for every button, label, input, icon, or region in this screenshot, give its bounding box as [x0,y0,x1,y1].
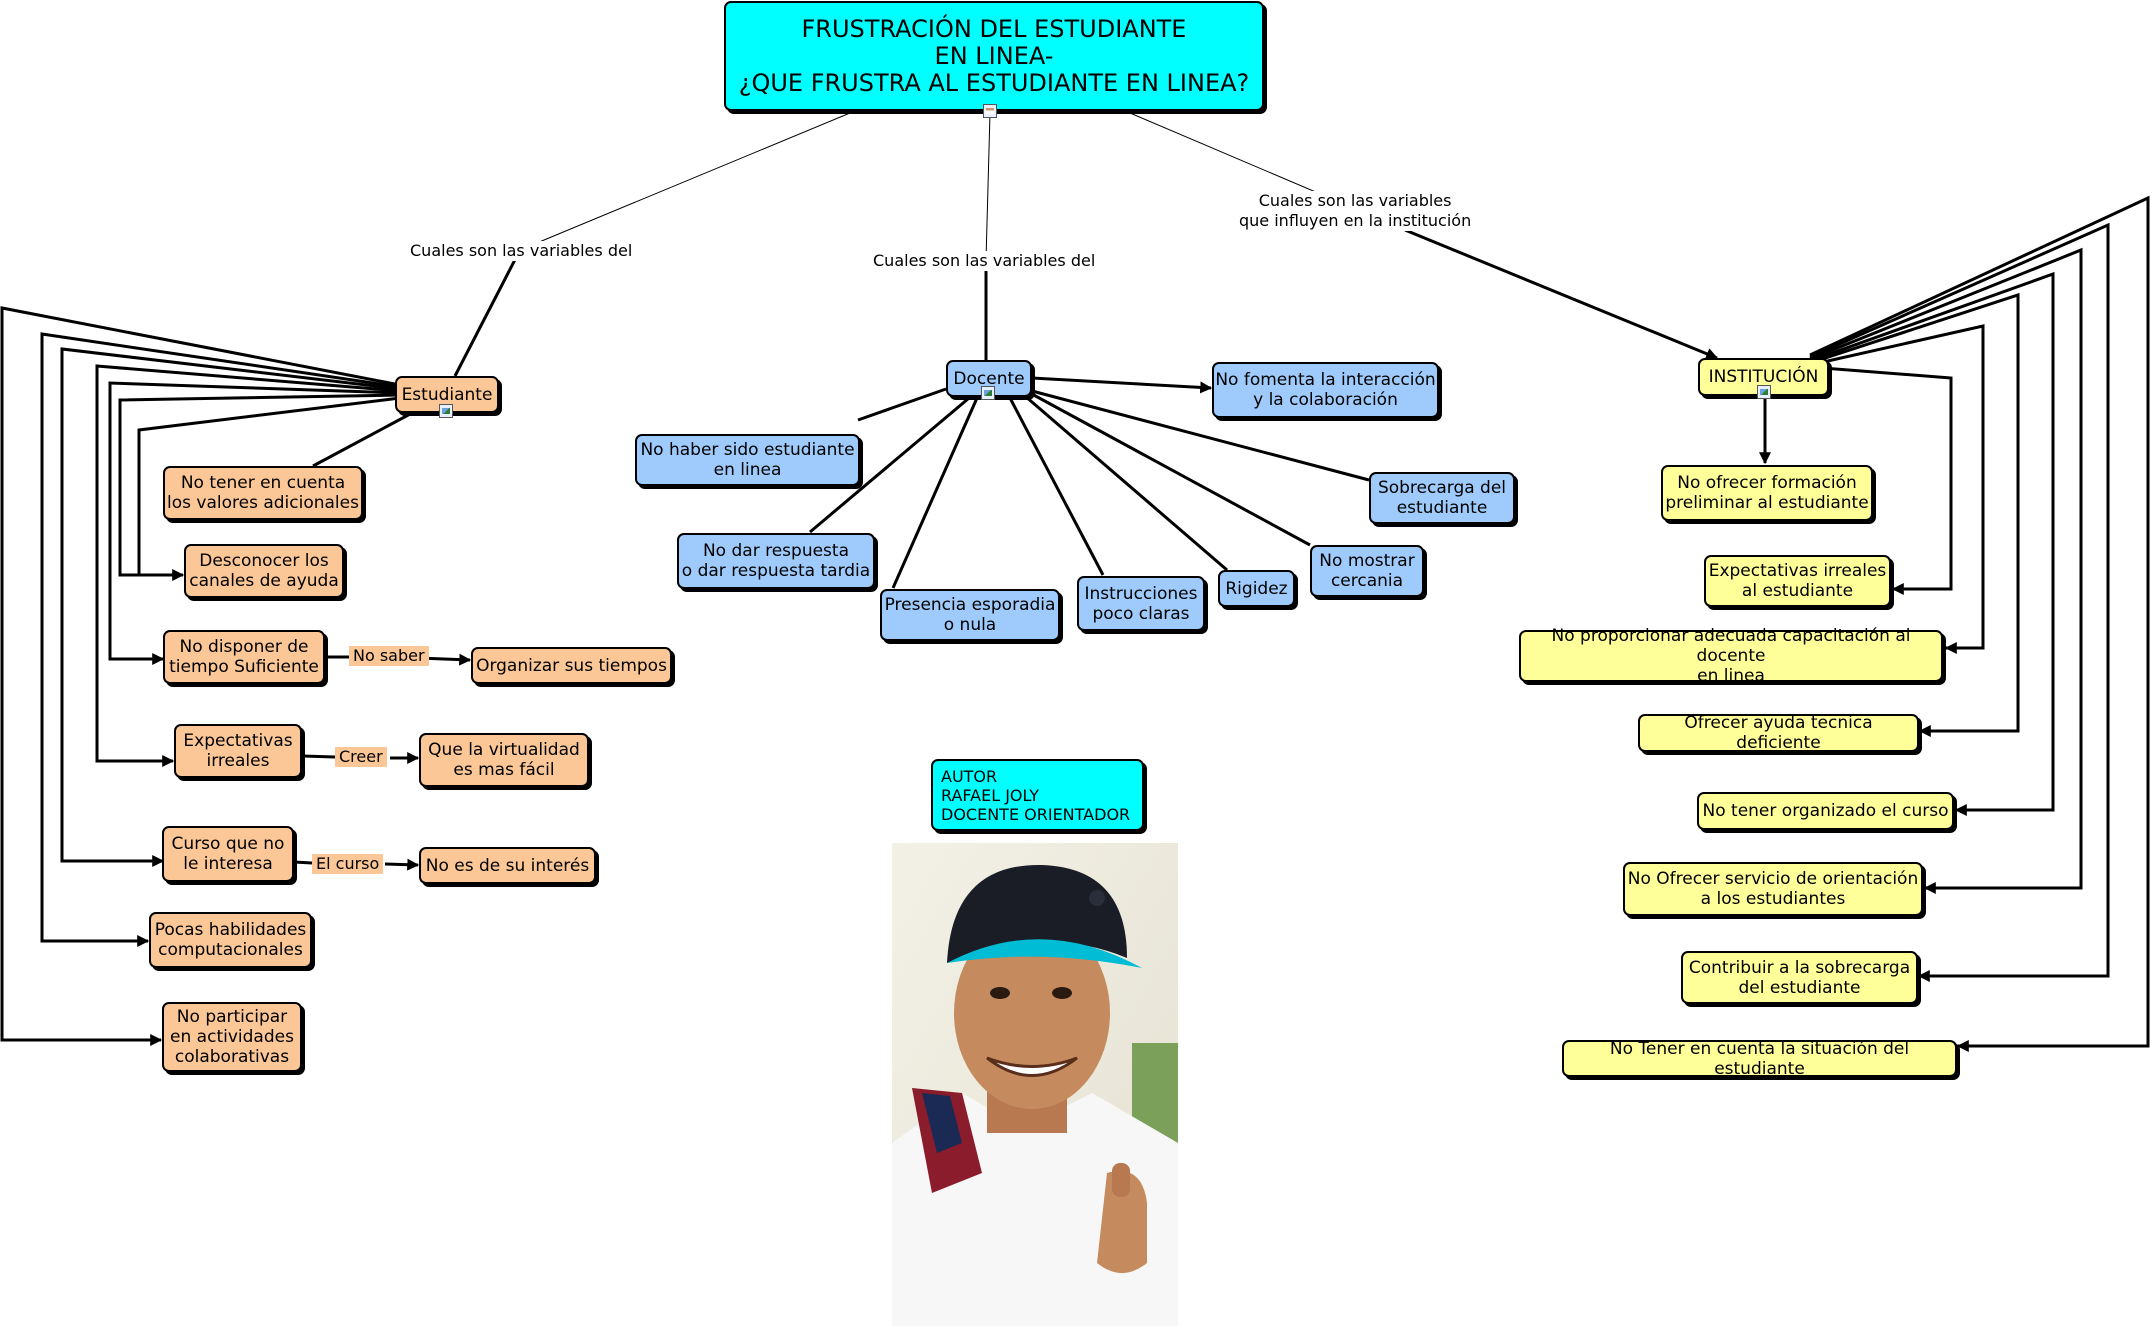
docente-item[interactable]: Presencia esporadia o nula [880,589,1060,641]
image-icon[interactable] [981,386,995,400]
institucion-item[interactable]: Contribuir a la sobrecarga del estudiant… [1681,951,1918,1004]
link-label-docente: Cuales son las variables del [871,251,1098,271]
docente-item[interactable]: No haber sido estudiante en linea [635,434,860,486]
link-label-institucion: Cuales son las variables que influyen en… [1237,191,1474,231]
estudiante-sub-node[interactable]: Organizar sus tiempos [471,647,672,684]
estudiante-sub-node[interactable]: No es de su interés [419,847,596,884]
estudiante-item[interactable]: Curso que no le interesa [162,826,294,882]
link-label-estudiante: Cuales son las variables del [408,241,635,261]
image-icon[interactable] [439,404,453,418]
estudiante-item[interactable]: Expectativas irreales [174,724,302,778]
docente-item[interactable]: Sobrecarga del estudiante [1369,472,1515,524]
docente-item[interactable]: No fomenta la interacción y la colaborac… [1212,362,1439,418]
institucion-item[interactable]: No proporcionar adecuada capacitación al… [1519,626,1943,686]
institucion-item[interactable]: No Ofrecer servicio de orientación a los… [1623,862,1923,916]
estudiante-item[interactable]: No disponer de tiempo Suficiente [163,630,325,684]
estudiante-item[interactable]: Pocas habilidades computacionales [149,912,312,968]
institucion-item[interactable]: No ofrecer formación preliminar al estud… [1661,465,1873,521]
institucion-item[interactable]: Expectativas irreales al estudiante [1704,555,1891,607]
sub-link-label: El curso [312,854,384,874]
author-photo [892,843,1178,1326]
sub-link-label: No saber [349,646,429,666]
institucion-item[interactable]: No Tener en cuenta la situación del estu… [1562,1039,1957,1079]
main-topic-node[interactable]: FRUSTRACIÓN DEL ESTUDIANTE EN LINEA- ¿QU… [724,1,1264,111]
institucion-item[interactable]: No tener organizado el curso [1697,792,1954,830]
docente-item[interactable]: Instrucciones poco claras [1077,576,1205,631]
docente-item[interactable]: No dar respuesta o dar respuesta tardia [677,533,875,589]
estudiante-item[interactable]: No tener en cuenta los valores adicional… [163,466,363,520]
image-icon[interactable] [1757,385,1771,399]
institucion-item[interactable]: Ofrecer ayuda tecnica deficiente [1638,713,1919,753]
docente-item[interactable]: Rigidez [1218,570,1295,607]
docente-item[interactable]: No mostrar cercania [1310,545,1424,597]
document-icon[interactable] [983,104,997,118]
author-node[interactable]: AUTOR RAFAEL JOLY DOCENTE ORIENTADOR [931,759,1144,831]
estudiante-sub-node[interactable]: Que la virtualidad es mas fácil [419,733,589,787]
estudiante-item[interactable]: Desconocer los canales de ayuda [184,544,344,598]
estudiante-item[interactable]: No participar en actividades colaborativ… [162,1002,302,1072]
sub-link-label: Creer [335,747,387,767]
